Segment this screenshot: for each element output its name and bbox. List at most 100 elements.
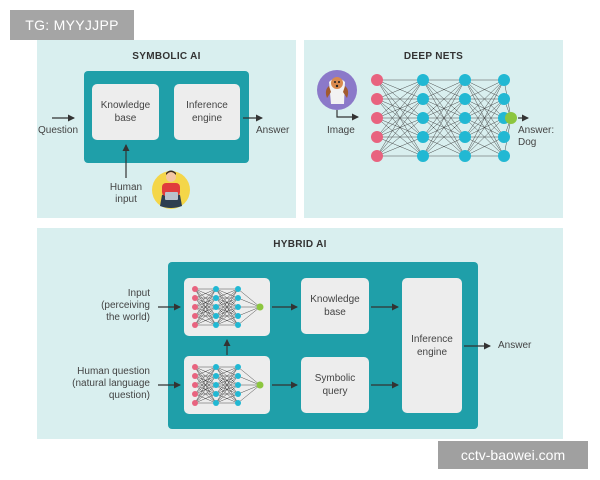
deep-net-connection [422,79,466,138]
hybrid-net-1-node [235,304,241,310]
symbolic-question-label: Question [38,125,79,136]
deep-net-connection [422,136,466,157]
deep-net-connection [464,98,505,157]
hybrid-net-2-node [192,391,198,397]
hybrid-net-1-node [235,313,241,319]
hybrid-net-1-connection [237,306,261,317]
deep-net-connection [376,117,424,157]
hybrid-net-1-node [235,322,241,328]
deep-net-node [417,150,429,162]
deep-net-connection [376,98,424,157]
deep-net-connection [376,79,424,157]
symbolic-inference-engine-card: Inference engine [174,84,240,140]
hybrid-net-2-node [213,391,219,397]
hybrid-answer-label: Answer [498,340,532,351]
hybrid-knowledge-base-label: Knowledge base [310,294,360,318]
hybrid-net-2-connection [237,375,261,386]
deep-image-arrow [336,110,359,121]
deep-net-node [417,93,429,105]
watermark-badge-top: TG: MYYJJPP [10,10,134,40]
hybrid-net-1-output-node [256,303,264,311]
deep-net-node [459,150,471,162]
hybrid-net-2-connection [215,393,239,404]
deep-net-connection [464,79,505,138]
deep-net-connection [422,79,466,119]
symbolic-knowledge-base-card: Knowledge base [92,84,159,140]
hybrid-net-1-connection [215,288,239,308]
hybrid-net-1-node [213,304,219,310]
hybrid-net-2-node [213,364,219,370]
hybrid-knowledge-base-card: Knowledge base [301,278,369,334]
hybrid-net-2-node [192,373,198,379]
deep-nets-answer-label: Answer: Dog [518,125,555,148]
hybrid-net-2-connection [194,366,217,386]
hybrid-net-2-node [235,364,241,370]
hybrid-ai-title: HYBRID AI [273,239,327,250]
symbolic-inference-engine-label: Inference engine [186,100,228,124]
hybrid-language-network [192,364,264,406]
deep-net-node [459,93,471,105]
hybrid-net-2-connection [194,393,217,404]
hybrid-net-1-connection [194,297,217,326]
deep-net-connection [464,79,505,100]
hybrid-net-1-connection [194,306,217,326]
hybrid-perception-network [192,286,264,328]
hybrid-net-2-node [192,364,198,370]
hybrid-net-1-node [192,286,198,292]
hybrid-net-1-connection [215,288,239,299]
hybrid-net-2-connection [215,384,239,404]
deep-net-node [371,150,383,162]
hybrid-net-2-connection [237,384,261,395]
deep-net-node [417,74,429,86]
symbolic-knowledge-base-label: Knowledge base [100,100,151,124]
hybrid-symbolic-query-card: Symbolic query [301,357,369,413]
hybrid-net-1-node [213,322,219,328]
hybrid-net-2-connection [194,366,217,404]
watermark-badge-bottom: cctv-baowei.com [438,441,588,469]
hybrid-net-1-connection [215,297,239,326]
hybrid-net-2-connection [215,366,239,404]
deep-net-node [459,112,471,124]
hybrid-net-2-node [192,382,198,388]
hybrid-net-2-node [192,400,198,406]
hybrid-net-1-connection [194,315,217,326]
deep-net-node [371,112,383,124]
hybrid-net-1-connection [194,288,217,326]
hybrid-net-2-connection [194,375,217,404]
deep-net-connection [464,79,505,157]
hybrid-net-2-connection [215,366,239,377]
hybrid-net-2-connection [215,366,239,395]
hybrid-net-1-connection [237,297,261,308]
symbolic-human-input-label: Human input [109,182,143,205]
hybrid-net-2-node [213,382,219,388]
deep-net-connection [422,117,466,157]
deep-net-node [498,150,510,162]
hybrid-symbolic-query-label: Symbolic query [314,373,356,397]
deep-net-node [417,131,429,143]
hybrid-net-2-connection [237,366,261,386]
hybrid-net-1-node [213,295,219,301]
deep-net-node [371,131,383,143]
deep-net-connection [422,79,466,100]
deep-nets-title: DEEP NETS [403,51,464,62]
deep-net-node [498,74,510,86]
deep-net-node [417,112,429,124]
hybrid-inference-engine-label: Inference engine [411,333,453,358]
hybrid-net-2-node [213,373,219,379]
hybrid-net-1-connection [237,288,261,308]
hybrid-net-1-connection [215,288,239,317]
hybrid-net-1-node [235,286,241,292]
hybrid-net-1-connection [215,288,239,326]
hybrid-inference-engine-card: Inference engine [402,278,462,413]
deep-nets-panel: DEEP NETS [304,40,563,218]
hybrid-net-2-connection [237,384,261,404]
person-laptop-icon [152,170,190,209]
hybrid-net-2-connection [194,366,217,395]
deep-net-connection [376,79,424,138]
symbolic-ai-title: SYMBOLIC AI [132,51,201,62]
hybrid-net-1-connection [215,306,239,326]
deep-nets-image-label: Image [327,125,355,136]
hybrid-net-2-connection [215,375,239,404]
hybrid-net-2-connection [194,384,217,404]
